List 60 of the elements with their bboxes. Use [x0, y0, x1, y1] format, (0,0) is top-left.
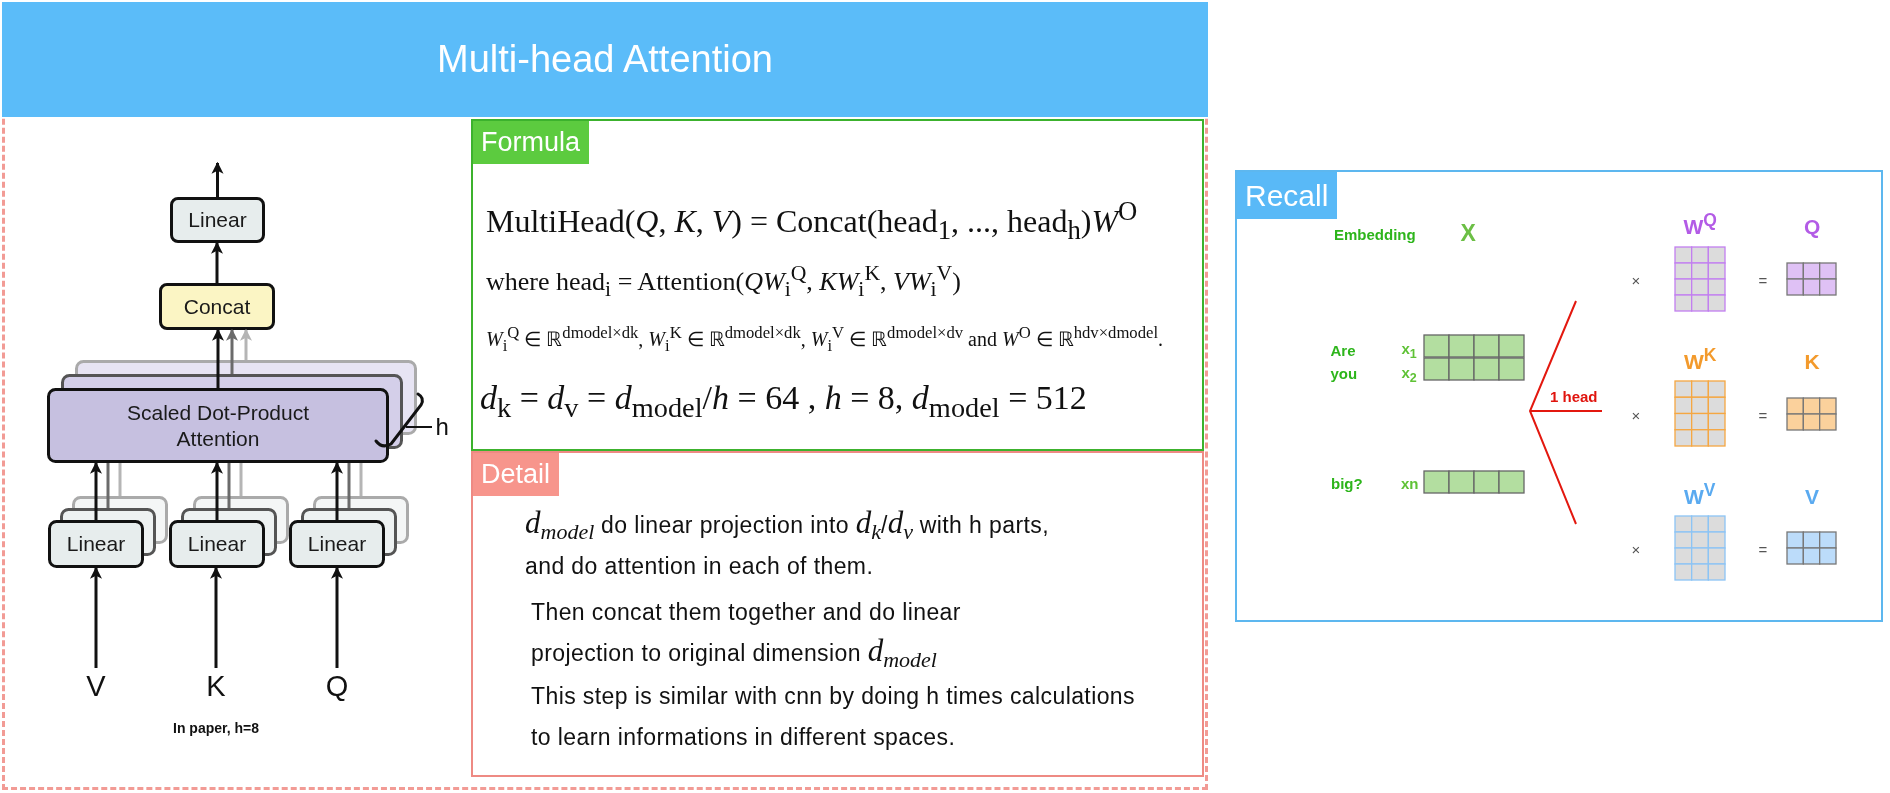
arrow [331, 461, 343, 520]
arrow [240, 328, 252, 360]
matrix-label: V [1805, 485, 1819, 510]
word-label: you [1330, 364, 1358, 382]
input-label: Q [319, 668, 355, 704]
paragraph: d$_{model}$ do linear projection into d$_{k}$/d$_{v}$ with h parts, and do attention in each of them. [525, 505, 1050, 581]
word-label: big? [1331, 474, 1363, 492]
title-banner: Multi-head Attention [2, 2, 1208, 117]
multiply-sign: × [1631, 406, 1641, 424]
process-box: Concat [159, 283, 275, 330]
connector-line [359, 463, 363, 496]
caption-text: In paper, h=8 [173, 720, 259, 737]
arrow [211, 161, 224, 197]
vector-label: x$_{2}$ [1401, 363, 1417, 381]
fork-label: 1 head [1550, 387, 1598, 405]
arrow [90, 566, 102, 668]
arrow [211, 461, 223, 520]
process-box: Linear [170, 197, 265, 243]
matrix-label: Q [1804, 215, 1821, 240]
connector-line [239, 463, 243, 496]
dashed-panel [2, 2, 1208, 790]
matrix-label: W$^{Q}$ [1683, 215, 1717, 240]
section-tag: Formula [473, 121, 590, 164]
multiply-sign: × [1631, 540, 1641, 558]
matrix-label: X [1460, 220, 1476, 247]
matrix-label: K [1804, 350, 1820, 375]
arrow [331, 566, 343, 668]
formula-text: W$_{i}$$^{Q}$ ∈ ℝ$^{dmodel×dk}$, W$_{i}$$^{K}$ ∈ ℝ$^{dmodel×dk}$, W$_{i}$$^{V}$ ∈ ℝ$^{dmodel×dv}$ and W$^{O}$ ∈ ℝ$^{hdv×dmodel}$. [486, 328, 1163, 350]
paragraph: Then concat them together and do linear projection to original dimension d$_{model}$ [531, 598, 962, 674]
formula-text: d$_{k}$ = d$_{v}$ = d$_{model}$/h = 64 , h = 8, d$_{model}$ = 512 [480, 378, 1087, 416]
matrix-label: W$^{V}$ [1684, 485, 1716, 510]
head-count-label: h [435, 413, 449, 441]
vector-label: x$_{1}$ [1401, 339, 1417, 357]
arrow [211, 241, 223, 283]
arrow [212, 328, 224, 388]
formula-panel [471, 119, 1204, 451]
row-heading: Embedding [1334, 225, 1416, 243]
paragraph: This step is similar with cnn by doing h times calculations to learn informations in different spaces. [531, 682, 1136, 752]
connector-line [106, 463, 110, 508]
connector-line [118, 463, 122, 496]
arrow [90, 461, 102, 520]
arrow [226, 328, 238, 374]
formula-text: MultiHead(Q, K, V) = Concat(head$_{1}$, ..., head$_{h}$)W$^{O}$ [486, 203, 1138, 239]
arrow [210, 566, 222, 668]
detail-panel [471, 451, 1204, 777]
section-tag: Detail [473, 453, 560, 496]
matrix-label: W$^{K}$ [1684, 350, 1717, 375]
input-label: K [198, 668, 234, 704]
word-label: Are [1330, 341, 1356, 359]
equals-sign: = [1758, 540, 1768, 558]
vector-label: xn [1401, 474, 1419, 492]
section-tag: Recall [1237, 172, 1338, 219]
formula-text: where head$_{i}$ = Attention(QW$_{i}$$^{Q}$, KW$_{i}$$^{K}$, VW$_{i}$$^{V}$) [486, 267, 961, 297]
equals-sign: = [1758, 406, 1768, 424]
connector-line [347, 463, 351, 508]
recall-panel [1235, 170, 1883, 622]
input-label: V [78, 668, 114, 704]
connector-line [227, 463, 231, 508]
multiply-sign: × [1631, 271, 1641, 289]
equals-sign: = [1758, 271, 1768, 289]
